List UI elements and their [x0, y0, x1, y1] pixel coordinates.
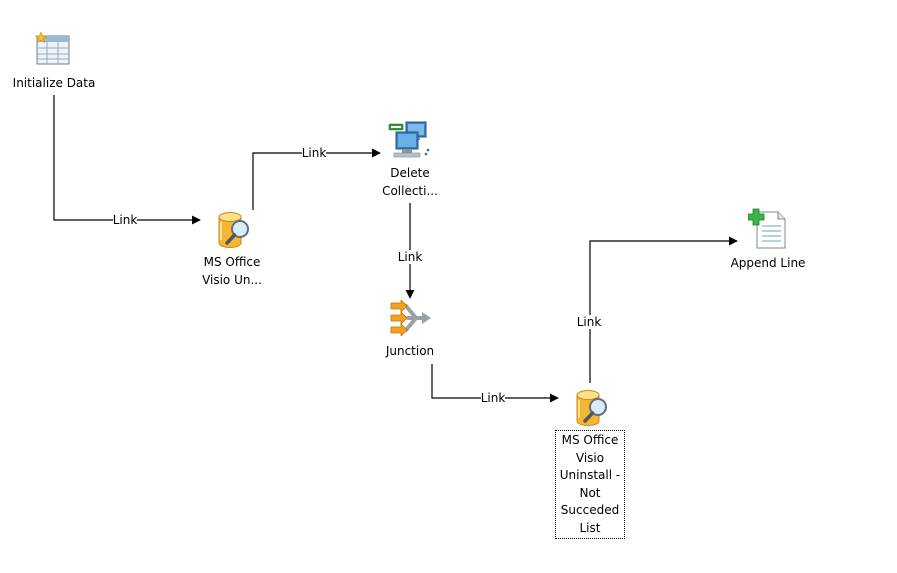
- link-label: Link: [302, 146, 327, 160]
- link-init-to-query[interactable]: Link: [53, 95, 201, 227]
- link-junction-to-list[interactable]: Link: [431, 364, 559, 405]
- label-line: Delete: [390, 166, 430, 180]
- label-line: Visio Un...: [202, 273, 262, 287]
- link-query-to-delete[interactable]: Link: [252, 146, 381, 210]
- label-line: Not: [579, 485, 601, 500]
- initialize-data-label[interactable]: Initialize Data: [12, 76, 96, 90]
- link-label: Link: [577, 315, 602, 329]
- link-label: Link: [481, 391, 506, 405]
- delete-collection-computers-icon[interactable]: [388, 120, 432, 160]
- link-delete-to-junction[interactable]: Link: [397, 203, 423, 299]
- junction-label[interactable]: Junction: [385, 344, 435, 358]
- label-line: Collecti...: [382, 184, 438, 198]
- label-line: Visio: [575, 450, 605, 465]
- visio-not-succeeded-list-label[interactable]: MS Office Visio Uninstall - Not Succeded…: [555, 430, 625, 539]
- database-query-icon[interactable]: [214, 210, 254, 252]
- label-line: Succeded: [560, 503, 620, 517]
- label-line: List: [579, 520, 601, 535]
- delete-collection-label[interactable]: Delete Collecti...: [360, 164, 460, 200]
- append-line-label[interactable]: Append Line: [730, 256, 806, 270]
- link-label: Link: [113, 213, 138, 227]
- initialize-data-table-icon[interactable]: [34, 31, 72, 68]
- link-label: Link: [398, 250, 423, 264]
- junction-arrows-icon[interactable]: [390, 299, 432, 337]
- append-line-document-icon[interactable]: [747, 208, 788, 250]
- label-line: MS Office: [203, 255, 261, 269]
- visio-uninstall-query-label[interactable]: MS Office Visio Un...: [182, 253, 282, 289]
- label-line: MS Office: [561, 433, 619, 447]
- label-line: Uninstall -: [559, 468, 621, 482]
- link-list-to-append[interactable]: Link: [576, 236, 738, 383]
- database-query-icon[interactable]: [572, 388, 612, 430]
